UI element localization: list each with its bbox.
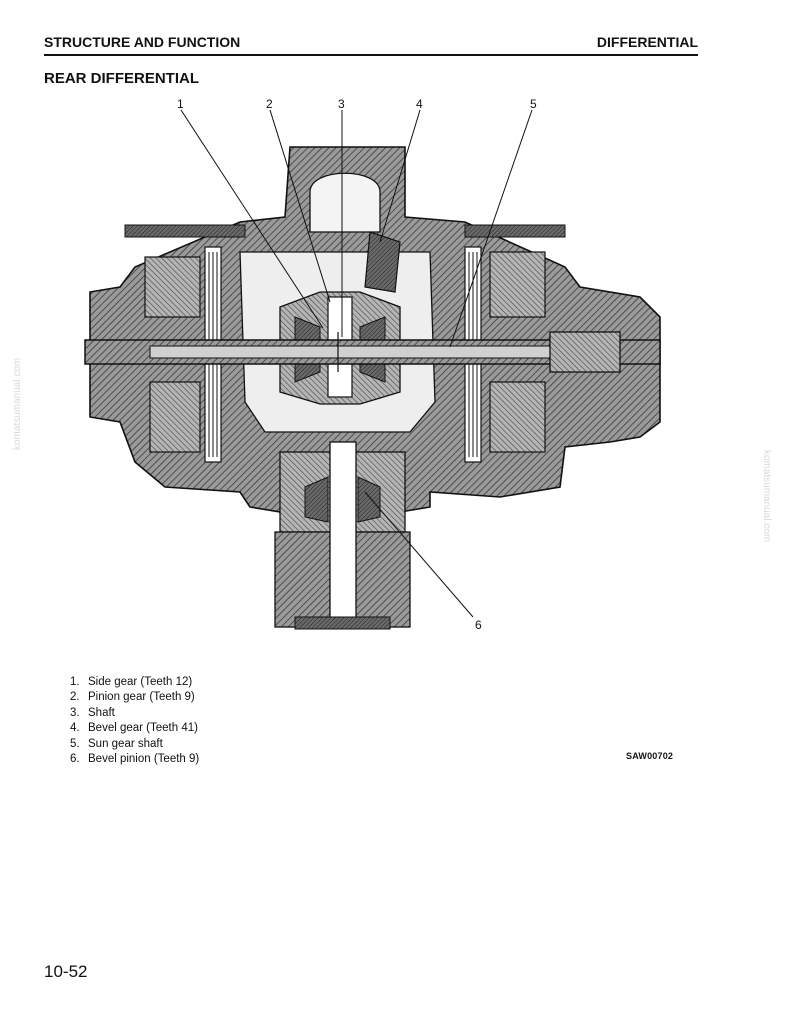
callout-5: 5 — [530, 97, 537, 111]
legend-text: Shaft — [88, 706, 115, 719]
callout-3: 3 — [338, 97, 345, 111]
left-bearing-pack — [144, 246, 222, 463]
section-title: REAR DIFFERENTIAL — [44, 70, 199, 87]
legend-item: 4. Bevel gear (Teeth 41) — [70, 721, 199, 736]
callout-1: 1 — [177, 97, 184, 111]
legend-item: 3. Shaft — [70, 706, 199, 721]
leader-lines — [180, 109, 533, 618]
rear-differential-diagram: 1 2 3 4 5 6 — [84, 97, 661, 632]
watermark-left: komatsumanual.com — [12, 357, 23, 450]
axle-shaft — [84, 331, 661, 373]
pinion-assembly — [274, 441, 411, 630]
header-section: STRUCTURE AND FUNCTION — [44, 34, 241, 50]
legend-number: 5. — [70, 737, 80, 750]
page-header: STRUCTURE AND FUNCTION DIFFERENTIAL — [44, 34, 698, 56]
legend-item: 2. Pinion gear (Teeth 9) — [70, 690, 199, 705]
legend-text: Bevel gear (Teeth 41) — [88, 722, 198, 735]
legend-text: Pinion gear (Teeth 9) — [88, 691, 195, 704]
legend-text: Bevel pinion (Teeth 9) — [88, 753, 200, 766]
legend-item: 5. Sun gear shaft — [70, 737, 199, 752]
callout-2: 2 — [266, 97, 273, 111]
callout-6: 6 — [475, 618, 482, 632]
legend-number: 6. — [70, 753, 80, 766]
figure-code: SAW00702 — [626, 751, 674, 761]
callout-4: 4 — [416, 97, 423, 111]
legend-text: Side gear (Teeth 12) — [88, 676, 193, 688]
legend-item: 1. Side gear (Teeth 12) — [70, 675, 199, 690]
header-topic: DIFFERENTIAL — [596, 34, 698, 50]
legend-number: 2. — [70, 691, 80, 704]
watermark-right: komatsumanual.com — [761, 450, 772, 543]
legend-text: Sun gear shaft — [88, 737, 163, 750]
page-number: 10-52 — [44, 962, 88, 981]
parts-legend: 1. Side gear (Teeth 12) 2. Pinion gear (Te… — [70, 675, 199, 767]
legend-number: 3. — [70, 706, 80, 719]
legend-number: 1. — [70, 676, 80, 688]
legend-number: 4. — [70, 722, 80, 735]
legend-item: 6. Bevel pinion (Teeth 9) — [70, 752, 199, 767]
